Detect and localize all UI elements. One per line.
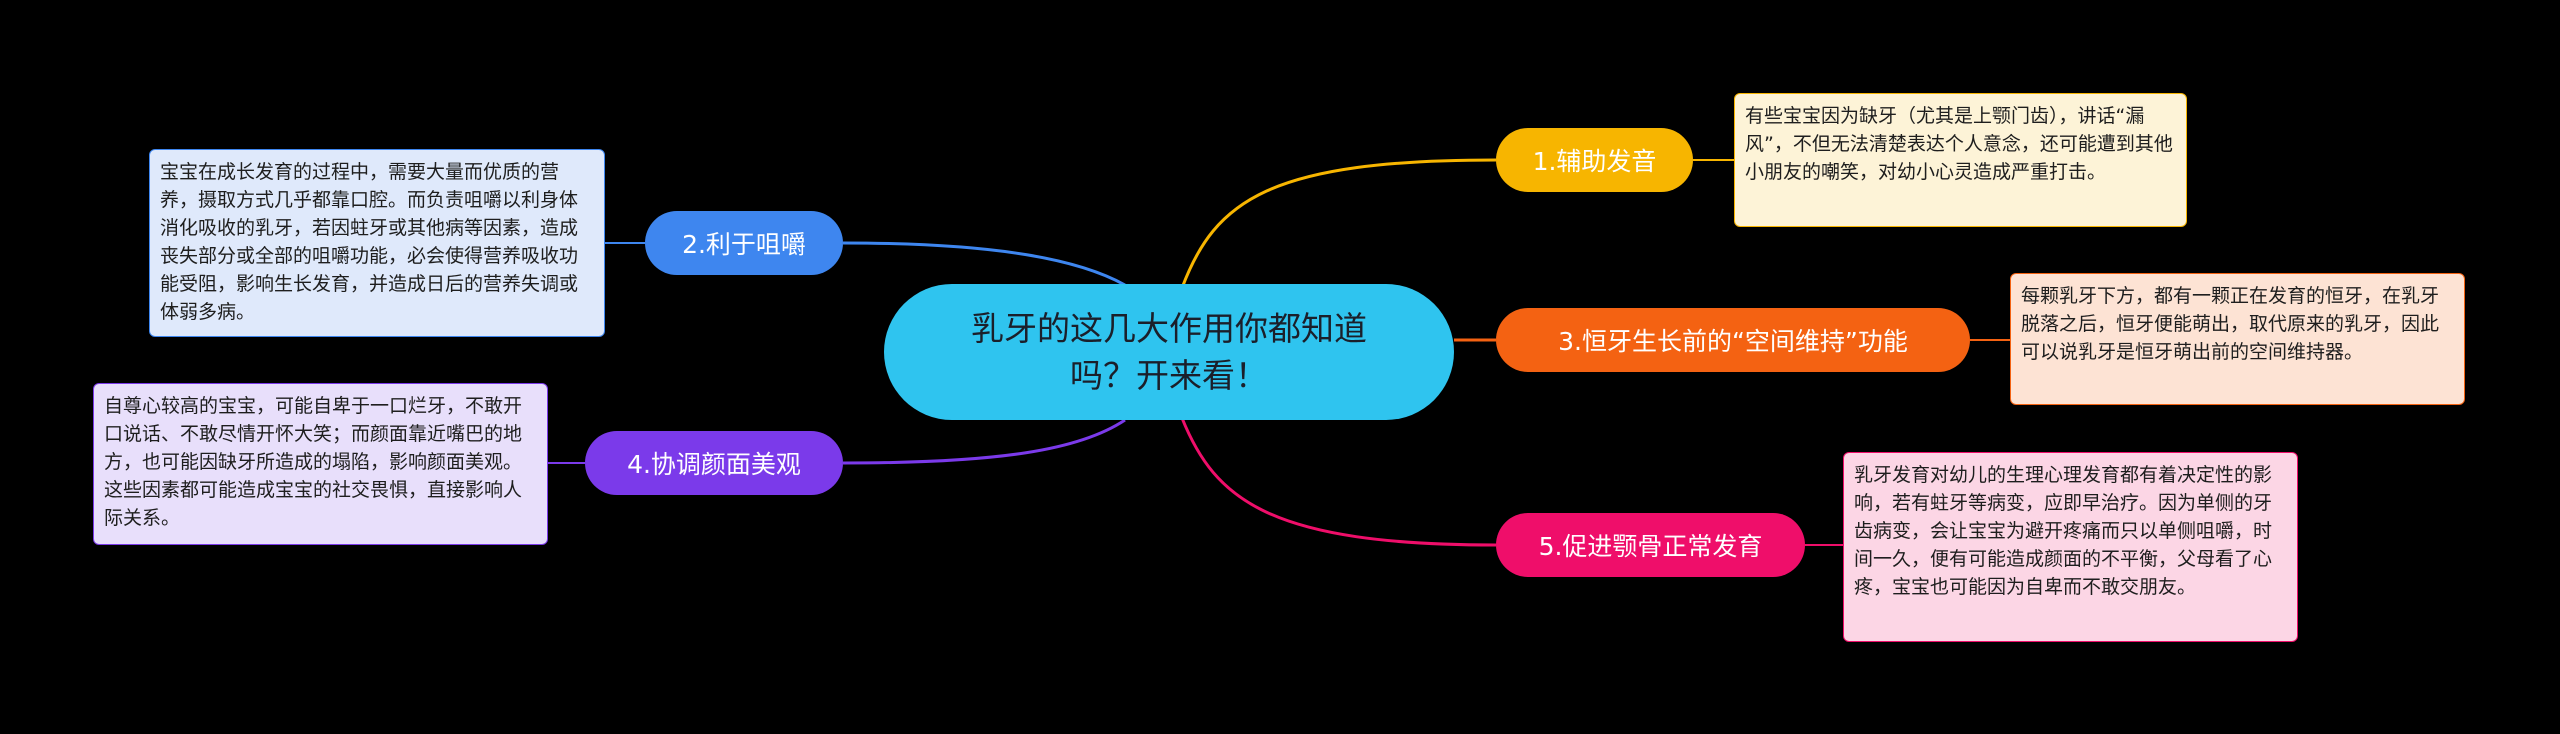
note-text-5: 乳牙发育对幼儿的生理心理发育都有着决定性的影响，若有蛀牙等病变，应即早治疗。因为… bbox=[1854, 464, 2273, 598]
branch-node-1[interactable]: 1.辅助发音 bbox=[1496, 128, 1693, 192]
branch-node-4[interactable]: 4.协调颜面美观 bbox=[585, 431, 843, 495]
branch-label-1: 1.辅助发音 bbox=[1532, 147, 1657, 176]
branch-node-2[interactable]: 2.利于咀嚼 bbox=[645, 211, 843, 275]
branch-node-3[interactable]: 3.恒牙生长前的“空间维持”功能 bbox=[1496, 308, 1970, 372]
branch-label-2: 2.利于咀嚼 bbox=[682, 230, 806, 259]
note-box-4: 自尊心较高的宝宝，可能自卑于一口烂牙，不敢开口说话、不敢尽情开怀大笑；而颜面靠近… bbox=[93, 383, 548, 545]
connector-branch-5 bbox=[1180, 417, 1497, 547]
note-text-2: 宝宝在成长发育的过程中，需要大量而优质的营养，摄取方式几乎都靠口腔。而负责咀嚼以… bbox=[160, 161, 579, 323]
note-box-1: 有些宝宝因为缺牙（尤其是上颚门齿），讲话“漏风”，不但无法清楚表达个人意念，还可… bbox=[1734, 93, 2187, 227]
branch-label-3: 3.恒牙生长前的“空间维持”功能 bbox=[1558, 327, 1908, 356]
branch-label-4: 4.协调颜面美观 bbox=[627, 450, 801, 479]
note-box-5: 乳牙发育对幼儿的生理心理发育都有着决定性的影响，若有蛀牙等病变，应即早治疗。因为… bbox=[1843, 452, 2298, 642]
note-box-2: 宝宝在成长发育的过程中，需要大量而优质的营养，摄取方式几乎都靠口腔。而负责咀嚼以… bbox=[149, 149, 605, 337]
note-text-3: 每颗乳牙下方，都有一颗正在发育的恒牙，在乳牙脱落之后，恒牙便能萌出，取代原来的乳… bbox=[2021, 285, 2440, 363]
note-text-1: 有些宝宝因为缺牙（尤其是上颚门齿），讲话“漏风”，不但无法清楚表达个人意念，还可… bbox=[1745, 105, 2173, 183]
note-text-4: 自尊心较高的宝宝，可能自卑于一口烂牙，不敢开口说话、不敢尽情开怀大笑；而颜面靠近… bbox=[104, 395, 523, 529]
connector-branch-1 bbox=[1180, 158, 1497, 289]
branch-node-5[interactable]: 5.促进颚骨正常发育 bbox=[1496, 513, 1805, 577]
branch-label-5: 5.促进颚骨正常发育 bbox=[1538, 532, 1763, 561]
central-topic[interactable]: 乳牙的这几大作用你都知道吗？开来看！ bbox=[884, 284, 1454, 420]
note-box-3: 每颗乳牙下方，都有一颗正在发育的恒牙，在乳牙脱落之后，恒牙便能萌出，取代原来的乳… bbox=[2010, 273, 2465, 405]
connector-branch-2 bbox=[842, 241, 1126, 287]
central-topic-label: 乳牙的这几大作用你都知道吗？开来看！ bbox=[971, 309, 1367, 395]
connector-branch-4 bbox=[842, 418, 1126, 465]
